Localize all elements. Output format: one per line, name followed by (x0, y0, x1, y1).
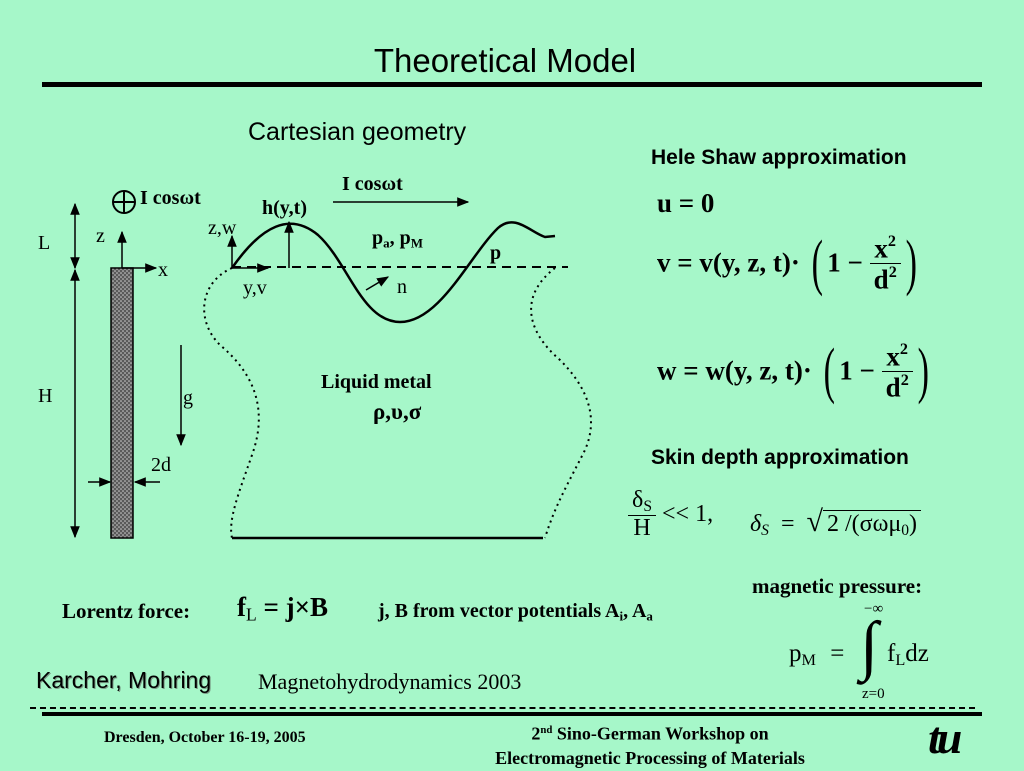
cartesian-geometry-heading: Cartesian geometry (248, 118, 467, 146)
reference-journal: Magnetohydrodynamics 2003 (258, 669, 522, 694)
inductor-plate (110, 267, 134, 539)
p-label: p (490, 242, 502, 264)
gravity-label: g (183, 387, 193, 409)
liquid-right-boundary (530, 267, 592, 539)
integral-sign: ∫ (860, 609, 879, 682)
eq-skin-definition: δS = √2 /(σωμ0) (750, 505, 922, 540)
eq-u: u = 0 (657, 188, 715, 218)
pressure-label: pa, pM (372, 227, 424, 251)
title-divider (42, 82, 982, 87)
slide-title: Theoretical Model (373, 42, 637, 79)
lorentz-force-equation: fL = j×B (237, 592, 328, 625)
2d-label: 2d (151, 454, 171, 476)
x2-over-d2-fraction: x2 d2 (869, 232, 901, 293)
footer-divider (42, 712, 982, 716)
normal-arrow (365, 276, 390, 291)
vector-potentials-text: j, B from vector potentials Ai, Aa (378, 600, 653, 624)
magnetic-pressure-lhs: pM = (789, 640, 845, 670)
height-function-label: h(y,t) (262, 197, 307, 219)
footer-workshop: 2nd Sino-German Workshop on Electromagne… (495, 723, 805, 769)
liquid-properties-label: ρ,υ,σ (373, 399, 422, 424)
H-label: H (38, 385, 53, 407)
L-label: L (38, 232, 51, 254)
yv-axis-label: y,v (243, 277, 267, 299)
integral-upper-limit: −∞ (864, 601, 884, 617)
skin-depth-heading: Skin depth approximation (651, 446, 909, 469)
integral-body: fLdz (887, 640, 929, 670)
university-logo: tu (928, 712, 962, 763)
x-axis-label: x (158, 259, 168, 281)
eq-v: v = v(y, z, t)· (1 − x2 d2 ) (657, 229, 917, 297)
current-top-label: I cosωt (342, 173, 403, 195)
reference-authors: Karcher, Mohring (36, 667, 212, 693)
eq-skin-ratio: δS H << 1, (628, 487, 713, 541)
z-axis-label: z (96, 225, 105, 247)
hele-shaw-heading: Hele Shaw approximation (651, 146, 907, 169)
eq-w: w = w(y, z, t)· (1 − x2 d2 ) (657, 337, 929, 405)
zw-axis-label: z,w (208, 217, 237, 239)
footer-location-date: Dresden, October 16-19, 2005 (104, 729, 306, 746)
integral-lower-limit: z=0 (862, 686, 885, 702)
current-direction-icon (112, 190, 136, 214)
liquid-metal-label: Liquid metal (321, 371, 432, 393)
x2-over-d2-fraction: x2 d2 (881, 340, 913, 401)
normal-label: n (397, 276, 407, 298)
liquid-left-boundary (203, 267, 260, 539)
lorentz-force-label: Lorentz force: (62, 599, 191, 623)
current-left-label: I cosωt (140, 187, 201, 209)
magnetic-pressure-heading: magnetic pressure: (752, 574, 923, 598)
geometry-diagram (70, 190, 592, 540)
footer-dashed-divider (30, 707, 975, 709)
